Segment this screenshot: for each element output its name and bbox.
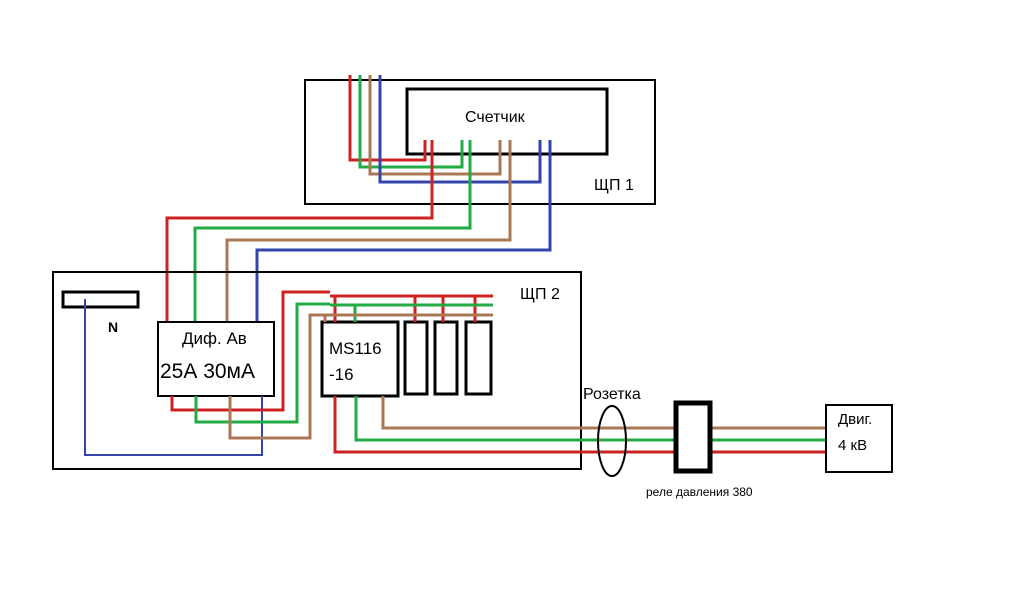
panel-2-label: ЩП 2 — [520, 286, 560, 303]
rcd-label-line2: 25А 30мА — [160, 360, 255, 383]
meter-to-panel2-wires — [165, 140, 552, 322]
breaker-label-line2: -16 — [329, 365, 354, 384]
breaker-module-3 — [464, 320, 493, 396]
blue-wire — [84, 299, 263, 456]
red-wire — [170, 290, 330, 412]
brown-wire — [368, 75, 502, 176]
brown-wire — [225, 140, 512, 322]
breaker-module-1 — [403, 320, 429, 396]
rcd-output-wires — [170, 290, 330, 440]
green-wire — [358, 75, 464, 169]
breaker-label-line1: MS116 — [329, 339, 382, 358]
motor-label-line2: 4 кВ — [838, 437, 867, 454]
busbars — [323, 294, 493, 322]
breaker-module-2 — [433, 320, 459, 396]
pressure-relay-box — [673, 400, 713, 474]
motor-label-line1: Двиг. — [838, 411, 872, 428]
socket-label: Розетка — [583, 386, 641, 403]
breaker-ms116-box — [320, 320, 400, 398]
red-wire — [165, 140, 434, 322]
red-wire — [348, 75, 427, 162]
green-wire — [193, 140, 472, 322]
blue-wire — [255, 140, 552, 322]
meter-box — [405, 87, 609, 156]
rcd-box — [157, 321, 275, 397]
green-wire — [354, 396, 827, 442]
panel-1-box — [304, 79, 656, 205]
pressure-relay-label: реле давления 380 — [646, 485, 753, 499]
meter-label: Счетчик — [465, 109, 526, 126]
neutral-bus — [61, 290, 140, 309]
brown-wire — [228, 313, 325, 440]
green-wire — [194, 302, 330, 424]
neutral-label: N — [108, 319, 118, 335]
blue-wire — [378, 75, 542, 184]
incoming-wires — [348, 75, 542, 184]
panel-1-label: ЩП 1 — [594, 177, 634, 194]
neutral-wiring — [84, 299, 263, 456]
socket-symbol — [597, 405, 627, 477]
motor-box — [825, 404, 893, 473]
red-wire — [333, 396, 827, 454]
panel-2-box — [52, 271, 582, 470]
rcd-label-line1: Диф. Ав — [182, 329, 247, 348]
